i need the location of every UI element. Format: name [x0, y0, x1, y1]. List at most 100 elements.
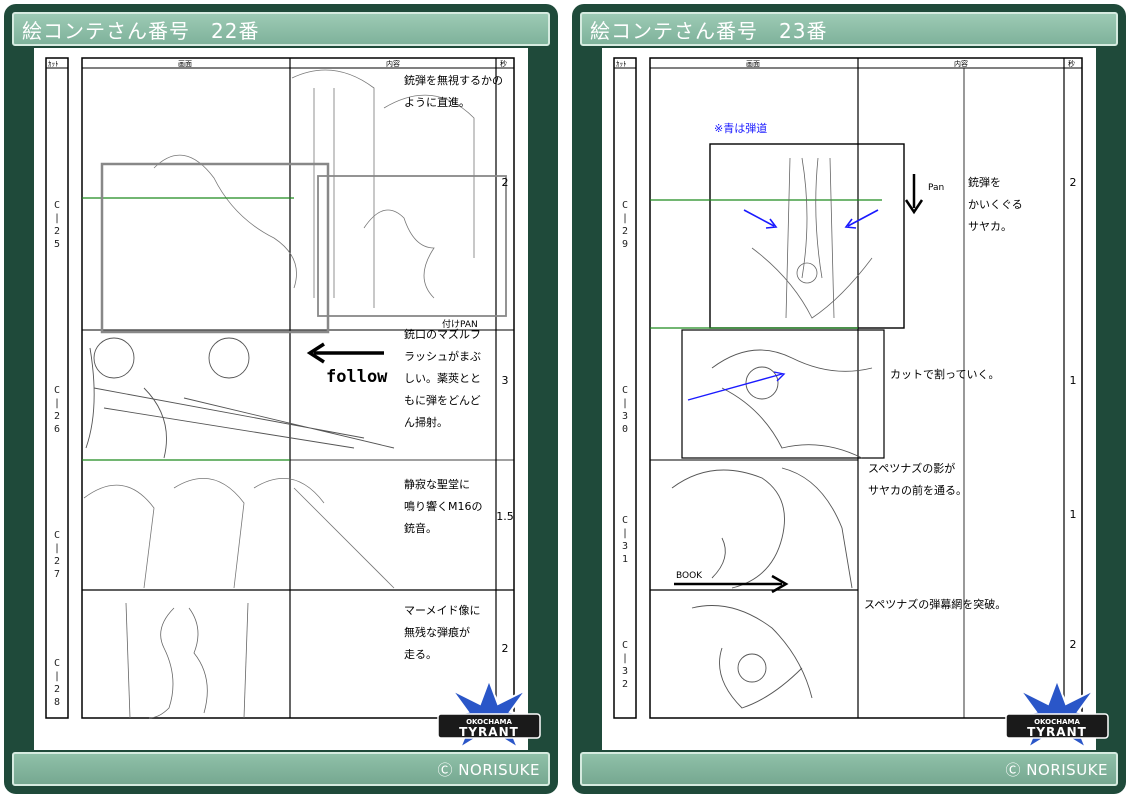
- cut-label-char: 1: [622, 554, 628, 565]
- cut-description-line: もに弾をどんど: [404, 394, 481, 407]
- camera-frame-c30: [681, 329, 885, 459]
- cut-seconds: 2: [502, 176, 509, 189]
- header-cut: ｶｯﾄ: [616, 60, 627, 68]
- tyrant-logo: OKOCHAMA TYRANT: [430, 677, 548, 751]
- trajectory-note: ※青は弾道: [714, 121, 767, 135]
- storyboard-23: 絵コンテさん番号 23番 ｶｯﾄ 画面 内容 秒: [572, 4, 1126, 794]
- header-sec: 秒: [500, 59, 507, 68]
- tyrant-logo: OKOCHAMA TYRANT: [998, 677, 1116, 751]
- cut-label-char: 2: [622, 226, 628, 237]
- book-label: BOOK: [676, 571, 703, 581]
- cut-description-line: 銃口のマズルフ: [404, 327, 481, 341]
- camera-frame-start: [100, 162, 330, 334]
- cut-description-line: マーメイド像に: [404, 604, 481, 617]
- cut-label-char: |: [54, 671, 60, 682]
- cut-label-char: 6: [54, 424, 60, 435]
- title-bar: 絵コンテさん番号 22番: [12, 12, 550, 46]
- logo-main-text: TYRANT: [1027, 725, 1087, 739]
- footer-bar: Ⓒ NORISUKE: [580, 752, 1118, 786]
- camera-frame-end: [317, 175, 507, 317]
- cut-description-line: ラッシュがまぶ: [404, 349, 481, 363]
- cut-description-line: 銃弾を: [968, 175, 1001, 189]
- board-title: 絵コンテさん番号 22番: [22, 18, 260, 43]
- header-sec: 秒: [1068, 59, 1075, 68]
- trajectory-arrow: [687, 373, 783, 401]
- cut-description-line: スペツナズの弾幕網を突破。: [864, 597, 1006, 611]
- cut-label-char: C: [622, 200, 628, 211]
- header-content: 内容: [386, 59, 400, 68]
- cut-seconds: 2: [502, 642, 509, 655]
- cut-label-char: 9: [622, 239, 628, 250]
- logo-top-text: OKOCHAMA: [466, 718, 512, 726]
- sketch-c25: [82, 69, 475, 308]
- cut-description-line: スペツナズの影が: [868, 461, 955, 475]
- header-cut: ｶｯﾄ: [48, 60, 59, 68]
- cut-label-char: 8: [54, 697, 60, 708]
- sketch-c27: [83, 478, 395, 589]
- cut-description-line: 静寂な聖堂に: [404, 477, 470, 491]
- sketch-c28: [125, 602, 249, 719]
- cut-label-char: |: [622, 528, 628, 539]
- cut-label-char: C: [54, 530, 60, 541]
- cut-description-line: 銃弾を無視するかの: [404, 73, 503, 87]
- storyboard-sheet: ｶｯﾄ 画面 内容 秒 付けPAN: [34, 48, 528, 750]
- cut-label-char: 2: [54, 684, 60, 695]
- cut-label-char: |: [54, 213, 60, 224]
- cut-description-line: 銃音。: [404, 521, 437, 535]
- cut-label-char: C: [54, 658, 60, 669]
- title-bar: 絵コンテさん番号 23番: [580, 12, 1118, 46]
- cut-description-line: ように直進。: [404, 95, 470, 109]
- cut-label-char: |: [54, 543, 60, 554]
- cut-description-line: ん掃射。: [404, 415, 448, 429]
- storyboard-grid: ｶｯﾄ 画面 内容 秒 付けPAN: [45, 57, 515, 719]
- cut-label-char: 7: [54, 569, 60, 580]
- cut-description-line: カットで割っていく。: [890, 367, 999, 381]
- pan-note: 付けPAN: [442, 319, 478, 330]
- cut-description-line: しい。薬莢とと: [404, 372, 481, 385]
- cut-label-char: C: [54, 200, 60, 211]
- cut-label-char: |: [622, 213, 628, 224]
- storyboard-sheet: ｶｯﾄ 画面 内容 秒 ※青は弾道 Pan: [602, 48, 1096, 750]
- cut-label-char: |: [622, 653, 628, 664]
- cut-label-char: C: [622, 385, 628, 396]
- cut-description-line: 鳴り響くM16の: [404, 499, 483, 513]
- cut-label-char: C: [54, 385, 60, 396]
- cut-label-char: 3: [622, 666, 628, 677]
- sketch-c31: [671, 467, 853, 589]
- camera-frame-c29: [709, 143, 905, 329]
- cut-column: [613, 57, 637, 719]
- cut-label-char: |: [622, 398, 628, 409]
- cut-description-line: 走る。: [404, 648, 437, 661]
- cut-description-line: サヤカ。: [968, 220, 1012, 233]
- main-frame: [81, 57, 515, 719]
- follow-label: follow: [326, 367, 388, 387]
- cut-description-line: かいくぐる: [968, 198, 1023, 211]
- sketch-c32: [691, 605, 813, 709]
- header-screen: 画面: [746, 60, 760, 68]
- sketch-c29: [751, 157, 873, 319]
- cut-description-line: サヤカの前を通る。: [868, 483, 967, 497]
- cut-seconds: 1: [1070, 508, 1077, 521]
- cut-label-char: 3: [622, 411, 628, 422]
- main-frame: [649, 57, 1083, 719]
- logo-main-text: TYRANT: [459, 725, 519, 739]
- credit-text: Ⓒ NORISUKE: [1005, 760, 1108, 779]
- cut-label-char: C: [622, 515, 628, 526]
- sketch-c26: [85, 337, 395, 459]
- cut-label-char: C: [622, 640, 628, 651]
- storyboard-22: 絵コンテさん番号 22番 ｶｯﾄ 画面 内容 秒: [4, 4, 558, 794]
- pan-label: Pan: [928, 183, 944, 193]
- cut-label-char: |: [54, 398, 60, 409]
- cut-label-char: 2: [622, 679, 628, 690]
- cut-label-char: 2: [54, 556, 60, 567]
- logo-top-text: OKOCHAMA: [1034, 718, 1080, 726]
- cut-label-char: 0: [622, 424, 628, 435]
- header-screen: 画面: [178, 60, 192, 68]
- cut-label-char: 2: [54, 226, 60, 237]
- credit-text: Ⓒ NORISUKE: [437, 760, 540, 779]
- trajectory-arrow: [847, 209, 879, 227]
- board-title: 絵コンテさん番号 23番: [590, 18, 828, 43]
- header-content: 内容: [954, 59, 968, 68]
- storyboard-grid: ｶｯﾄ 画面 内容 秒 ※青は弾道 Pan: [613, 57, 1083, 719]
- cut-seconds: 1: [1070, 374, 1077, 387]
